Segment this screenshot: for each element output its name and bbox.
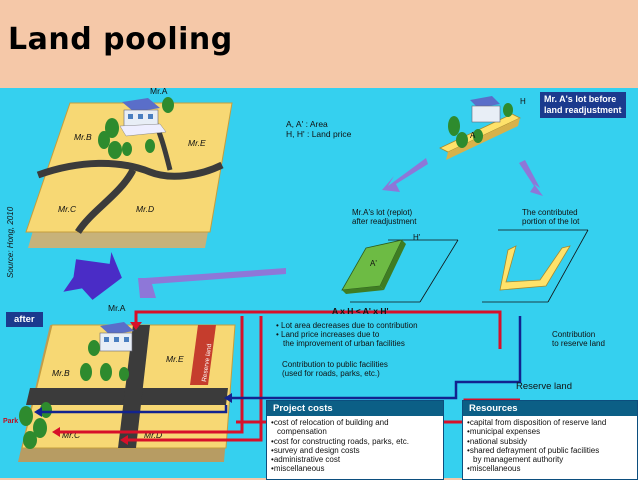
arrow-to-after bbox=[138, 268, 286, 298]
contributed-title: The contributed portion of the lot bbox=[522, 208, 580, 226]
contribution-label: Contribution to reserve land bbox=[552, 330, 605, 348]
lot-before-title: Mr. A's lot before land readjustment bbox=[540, 92, 626, 118]
contributed-figure bbox=[482, 229, 589, 303]
legend: A, A' : Area H, H' : Land price bbox=[286, 119, 351, 139]
list-item: shared defrayment of public facilities bbox=[467, 446, 637, 455]
contributed-portion bbox=[499, 245, 571, 291]
reserve-land-strip bbox=[190, 325, 216, 385]
park-label: Park bbox=[3, 418, 18, 425]
replot-title: Mr.A's lot (replot) after readjustment bbox=[352, 208, 417, 226]
blue-arrows bbox=[42, 316, 522, 414]
project-costs-box: Project costs cost of relocation of buil… bbox=[266, 400, 444, 480]
lot-before-figure: H A bbox=[439, 96, 526, 160]
after-map: Reserve land Mr.A Mr.B Mr.E Mr.C Mr.D Pa… bbox=[3, 303, 236, 462]
arrow-contribution bbox=[134, 310, 502, 349]
house-icon bbox=[119, 98, 167, 137]
house-icon bbox=[99, 322, 134, 352]
area-label: A bbox=[470, 131, 476, 140]
project-costs-title: Project costs bbox=[267, 401, 443, 416]
house-icon bbox=[470, 96, 501, 123]
owner-label: Mr.C bbox=[58, 204, 77, 214]
owner-label: Mr.E bbox=[188, 138, 206, 148]
list-item: miscellaneous bbox=[271, 464, 443, 473]
price-label: H bbox=[520, 97, 526, 106]
transition-arrow bbox=[63, 252, 122, 300]
list-item: cost for constructing roads, parks, etc. bbox=[271, 437, 443, 446]
area-label: A' bbox=[370, 259, 377, 268]
after-map-road bbox=[118, 325, 150, 448]
list-item: capital from disposition of reserve land bbox=[467, 418, 637, 427]
list-item: by management authority bbox=[473, 455, 564, 465]
tree-icon bbox=[19, 340, 129, 449]
resources-box: Resources capital from disposition of re… bbox=[462, 400, 638, 480]
arrow-park bbox=[42, 405, 228, 414]
list-item: miscellaneous bbox=[467, 464, 637, 473]
list-item: municipal expenses bbox=[467, 427, 637, 436]
legend-area: A, A' : Area bbox=[286, 119, 328, 129]
arrow-to-replot bbox=[382, 158, 428, 192]
after-tag: after bbox=[6, 312, 43, 327]
list-item: compensation bbox=[277, 427, 327, 437]
before-map: Mr.A Mr.B Mr.E Mr.C Mr.D bbox=[25, 86, 233, 248]
arrow-public-facilities bbox=[226, 316, 522, 400]
owner-label: Mr.B bbox=[74, 132, 92, 142]
owner-label: Mr.E bbox=[166, 354, 184, 364]
notes: • Lot area decreases due to contribution… bbox=[276, 321, 418, 348]
arrow-costs-2 bbox=[60, 316, 244, 434]
owner-label: Mr.B bbox=[52, 368, 70, 378]
reserve-land-title: Reserve land bbox=[516, 381, 572, 392]
list-item: survey and design costs bbox=[271, 446, 443, 455]
title-bar: Land pooling bbox=[0, 0, 638, 88]
resources-title: Resources bbox=[463, 401, 637, 416]
legend-price: H, H' : Land price bbox=[286, 129, 352, 139]
replot-figure: A' H' bbox=[341, 233, 459, 303]
list-item: administrative cost bbox=[271, 455, 443, 464]
list-item: national subsidy bbox=[467, 437, 637, 446]
note-price: • Land price increases due to bbox=[276, 330, 380, 339]
owner-label: Mr.A bbox=[150, 86, 168, 96]
owner-label: Mr.C bbox=[62, 430, 81, 440]
owner-label: Mr.D bbox=[144, 430, 162, 440]
page-title: Land pooling bbox=[8, 22, 233, 57]
public-facilities-label: Contribution to public facilities (used … bbox=[282, 360, 388, 378]
before-map-road bbox=[36, 159, 224, 180]
price-label: H' bbox=[413, 233, 421, 242]
list-item: cost of relocation of building and bbox=[271, 418, 443, 427]
note-area: • Lot area decreases due to contribution bbox=[276, 321, 418, 330]
arrow-to-contributed bbox=[519, 160, 543, 196]
project-costs-list: cost of relocation of building and compe… bbox=[267, 418, 443, 474]
resources-list: capital from disposition of reserve land… bbox=[463, 418, 637, 474]
red-arrowheads bbox=[52, 322, 142, 445]
tree-icon bbox=[98, 97, 174, 159]
before-map-road bbox=[75, 168, 137, 234]
arrow-costs-1 bbox=[128, 316, 263, 442]
value-formula: A x H < A' x H' bbox=[332, 306, 389, 316]
owner-label: Mr.A bbox=[108, 303, 126, 313]
purple-arrows bbox=[138, 158, 543, 298]
owner-label: Mr.D bbox=[136, 204, 154, 214]
tree-icon bbox=[448, 103, 513, 148]
